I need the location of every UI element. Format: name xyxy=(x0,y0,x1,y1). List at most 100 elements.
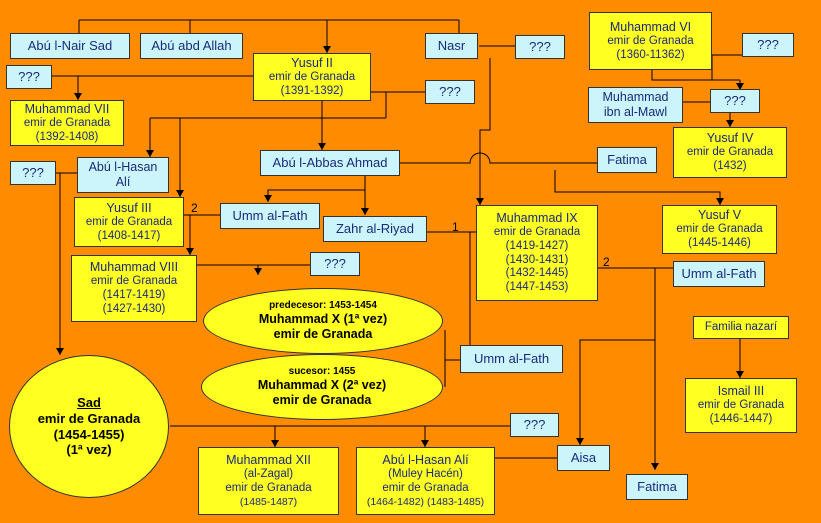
person-zahr-al-riyad: Zahr al-Riyad xyxy=(323,216,427,242)
emir-sad: Sad emir de Granada (1454-1455) (1ª vez) xyxy=(9,355,169,498)
emir-note: (1ª vez) xyxy=(66,442,112,458)
unknown-sad-spouse: ??? xyxy=(510,413,559,437)
person-abu-nair-sad: Abú l-Nair Sad xyxy=(10,33,130,59)
unknown-label: ??? xyxy=(324,256,346,272)
emir-name: Ismail III xyxy=(717,384,765,399)
emir-alias: (Muley Hacén) xyxy=(388,468,463,481)
person-name: Aisa xyxy=(570,450,597,466)
emir-title: emir de Granada xyxy=(382,482,469,495)
person-name: Zahr al-Riyad xyxy=(335,221,415,237)
person-fatima-1: Fatima xyxy=(597,147,657,173)
person-name-line2: Alí xyxy=(115,175,131,189)
person-abu-abd-allah: Abú abd Allah xyxy=(140,33,243,59)
emir-name: Muhammad VII xyxy=(24,101,110,116)
emir-years: (1432) xyxy=(713,160,747,172)
person-name-line1: Abú l-Hasan xyxy=(88,160,158,174)
unknown-label: ??? xyxy=(18,69,40,85)
emir-muhammad-x-first: predecesor: 1453-1454 Muhammad X (1ª vez… xyxy=(203,288,443,354)
emir-years: (1464-1482) (1483-1485) xyxy=(366,496,485,508)
emir-title: emir de Granada xyxy=(23,116,111,129)
emir-title: emir de Granada xyxy=(697,399,785,412)
person-umm-al-fath-3: Umm al-Fath xyxy=(460,345,563,373)
marriage-label-2b: 2 xyxy=(603,255,610,269)
emir-title: emir de Granada xyxy=(676,223,763,236)
emir-years: (1408-1417) xyxy=(97,229,161,242)
emir-name: Sad xyxy=(77,395,101,411)
person-name: Umm al-Fath xyxy=(681,266,757,282)
emir-years: (1446-1447) xyxy=(709,413,773,425)
emir-title: emir de Granada xyxy=(607,34,694,47)
emir-title: emir de Granada xyxy=(85,215,173,228)
unknown-label: ??? xyxy=(439,84,461,100)
marriage-label-1: 1 xyxy=(452,220,459,234)
emir-years: (1360-11362) xyxy=(616,48,685,61)
emir-name: Muhammad VIII xyxy=(89,260,179,275)
emir-years: (1445-1446) xyxy=(688,237,751,249)
person-abu-abbas-ahmad: Abú l-Abbas Ahmad xyxy=(260,150,400,176)
emir-years: (1447-1453) xyxy=(505,281,569,294)
emir-ismail-iii: Ismail III emir de Granada (1446-1447) xyxy=(685,378,797,433)
unknown-ibn-al-mawl-spouse: ??? xyxy=(710,89,760,113)
emir-muhammad-vii: Muhammad VII emir de Granada (1392-1408) xyxy=(10,100,124,146)
unknown-nasr-spouse: ??? xyxy=(515,35,565,59)
emir-muhammad-xii: Muhammad XII (al-Zagal) emir de Granada … xyxy=(198,447,339,515)
person-name-line2: ibn al-Mawl xyxy=(603,105,668,119)
person-aisa: Aisa xyxy=(557,445,610,471)
emir-title: emir de Granada xyxy=(493,226,581,238)
unknown-label: ??? xyxy=(757,37,779,53)
unknown-label: ??? xyxy=(22,165,44,181)
person-name: Fatima xyxy=(607,152,647,168)
emir-years: (1432-1445) xyxy=(505,267,569,280)
emir-years: (1485-1487) xyxy=(239,496,298,508)
emir-name: Yusuf V xyxy=(697,208,742,223)
emir-yusuf-v: Yusuf V emir de Granada (1445-1446) xyxy=(662,205,777,254)
emir-muhammad-viii: Muhammad VIII emir de Granada (1417-1419… xyxy=(71,255,197,322)
unknown-muhammad-vi-spouse: ??? xyxy=(742,33,794,57)
person-umm-al-fath-2: Umm al-Fath xyxy=(673,261,765,287)
emir-muhammad-x-second: sucesor: 1455 Muhammad X (2ª vez) emir d… xyxy=(201,354,443,420)
person-name-line1: Muhammad xyxy=(602,90,669,104)
unknown-label: ??? xyxy=(529,39,551,55)
marriage-label-2: 2 xyxy=(191,201,198,215)
emir-name: Abú l-Hasan Alí xyxy=(382,453,469,468)
unknown-label: ??? xyxy=(724,93,746,109)
person-name: Abú l-Abbas Ahmad xyxy=(272,155,388,171)
emir-yusuf-ii: Yusuf II emir de Granada (1391-1392) xyxy=(253,53,371,101)
emir-name: Muhammad X (2ª vez) xyxy=(257,378,387,392)
emir-muhammad-ix: Muhammad IX emir de Granada (1419-1427) … xyxy=(476,205,598,301)
emir-alias: (al-Zagal) xyxy=(243,468,294,481)
emir-title: emir de Granada xyxy=(37,410,141,426)
emir-years: (1391-1392) xyxy=(280,84,344,97)
emir-title: emir de Granada xyxy=(90,275,178,288)
unknown-label: ??? xyxy=(523,417,546,433)
emir-years: (1392-1408) xyxy=(35,130,99,143)
emir-years: (1427-1430) xyxy=(102,302,166,315)
emir-name: Muhammad X (1ª vez) xyxy=(258,312,388,326)
person-muhammad-ibn-al-mawl: Muhammad ibn al-Mawl xyxy=(588,87,683,123)
emir-muhammad-vi: Muhammad VI emir de Granada (1360-11362) xyxy=(589,12,712,70)
emir-name: Muhammad IX xyxy=(496,211,578,225)
unknown-muhammad-viii-spouse: ??? xyxy=(310,252,360,276)
person-nasr: Nasr xyxy=(425,33,478,59)
emir-years: (1419-1427) xyxy=(505,239,569,252)
emir-years: (1454-1455) xyxy=(53,426,125,442)
emir-years: (1417-1419) xyxy=(102,289,166,302)
emir-abu-hasan-ali: Abú l-Hasan Alí (Muley Hacén) emir de Gr… xyxy=(356,447,495,515)
person-name: Abú abd Allah xyxy=(151,38,232,54)
familia-nazari: Familia nazarí xyxy=(693,316,789,339)
emir-yusuf-iii: Yusuf III emir de Granada (1408-1417) xyxy=(74,197,184,247)
emir-title: emir de Granada xyxy=(272,393,372,407)
emir-name: Yusuf II xyxy=(291,55,333,70)
family-name: Familia nazarí xyxy=(704,320,778,333)
unknown-abu-hasan-ali-spouse: ??? xyxy=(10,161,56,185)
person-name: Umm al-Fath xyxy=(232,208,308,224)
emir-title: emir de Granada xyxy=(268,70,356,83)
person-name: Umm al-Fath xyxy=(473,351,550,367)
unknown-yusuf-ii-right: ??? xyxy=(425,80,475,104)
emir-title: emir de Granada xyxy=(686,146,774,159)
emir-note: sucesor: 1455 xyxy=(288,366,356,377)
emir-title: emir de Granada xyxy=(273,327,373,341)
person-name: Fatima xyxy=(637,479,677,495)
emir-yusuf-iv: Yusuf IV emir de Granada (1432) xyxy=(673,127,787,178)
